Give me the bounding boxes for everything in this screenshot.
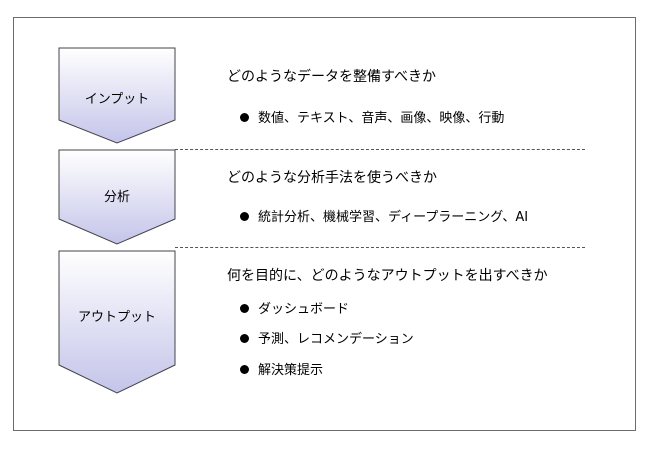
- chevron-input: [58, 47, 176, 144]
- bullet-dot-icon: [240, 334, 249, 343]
- stage-question-analysis: どのような分析手法を使うべきか: [227, 170, 437, 186]
- list-item: 統計分析、機械学習、ディープラーニング、AI: [240, 206, 528, 225]
- chevron-output: [58, 250, 176, 394]
- stage-label-input: インプット: [84, 92, 150, 107]
- bullet-dot-icon: [240, 304, 249, 313]
- bullet-dot-icon: [240, 212, 249, 221]
- bullet-dot-icon: [240, 365, 249, 374]
- stage-label-analysis: 分析: [103, 190, 130, 205]
- stage-label-output: アウトプット: [77, 310, 156, 325]
- stage-question-output: 何を目的に、どのようなアウトプットを出すべきか: [227, 268, 548, 284]
- list-item: 予測、レコメンデーション: [240, 328, 414, 347]
- chevron-analysis: [58, 149, 176, 245]
- divider: [175, 247, 585, 248]
- stage-question-input: どのようなデータを整備すべきか: [227, 69, 437, 85]
- bullet-dot-icon: [240, 113, 249, 122]
- list-item: 解決策提示: [240, 359, 323, 378]
- list-item: ダッシュボード: [240, 298, 349, 317]
- list-item: 数値、テキスト、音声、画像、映像、行動: [240, 107, 504, 126]
- divider: [175, 149, 585, 150]
